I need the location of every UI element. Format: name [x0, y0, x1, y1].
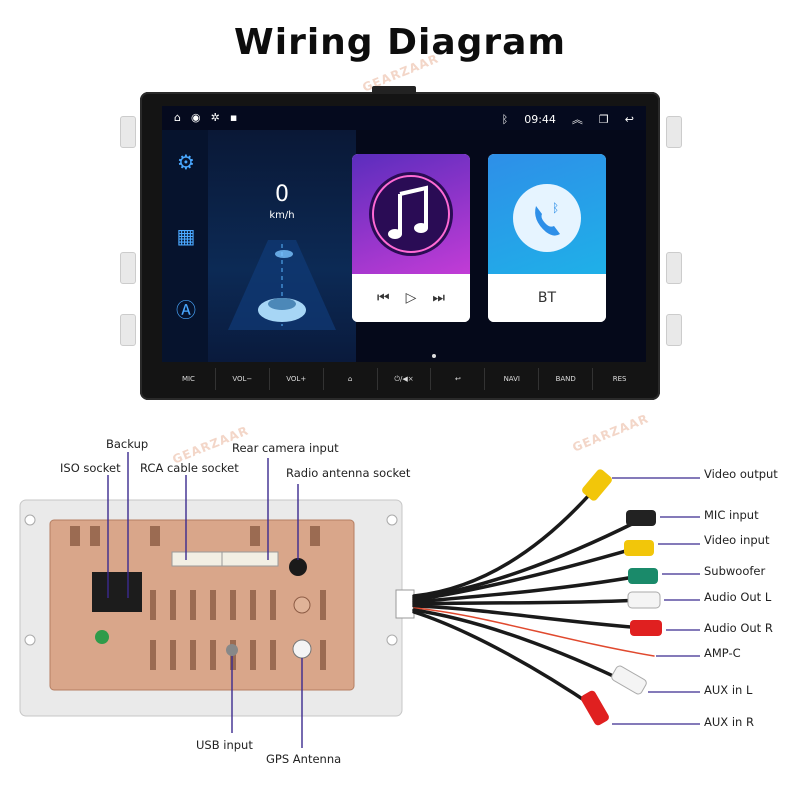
mic-button[interactable]: MIC	[162, 368, 216, 390]
label-rear-camera-input: Rear camera input	[232, 441, 339, 455]
label-mic-input: MIC input	[704, 508, 759, 522]
speed-panel: 0 km/h	[208, 130, 356, 362]
mount-ear-right	[666, 116, 682, 148]
previous-track-icon[interactable]: ⏮	[377, 290, 390, 306]
bluetooth-card[interactable]: ᛒ BT	[488, 154, 606, 322]
hardware-button-row: MIC VOL− VOL+ ⌂ ⏻/◀× ↩ NAVI BAND RES	[162, 368, 646, 390]
settings-small-icon: ✲	[210, 111, 220, 124]
touch-screen[interactable]: ⌂ ◉ ✲ ▪ ᛒ 09:44 ︽ ❐ ↩ ⚙ ▦ Ⓐ 0 km/h	[162, 106, 646, 362]
page-title: Wiring Diagram	[234, 22, 566, 63]
mount-ear-right	[666, 314, 682, 346]
back-button[interactable]: ↩	[431, 368, 486, 390]
label-audio-out-l: Audio Out L	[704, 590, 772, 604]
label-audio-out-r: Audio Out R	[704, 621, 773, 635]
navigation-icon[interactable]: Ⓐ	[176, 298, 196, 322]
power-mute-button[interactable]: ⏻/◀×	[378, 368, 432, 390]
reset-button[interactable]: RES	[612, 375, 627, 383]
home-button[interactable]: ⌂	[324, 368, 378, 390]
bluetooth-icon: ᛒ	[501, 112, 509, 126]
mount-ear-left	[120, 314, 136, 346]
mount-ear-left	[120, 116, 136, 148]
label-video-input: Video input	[704, 533, 770, 547]
status-bar: ⌂ ◉ ✲ ▪ ᛒ 09:44 ︽ ❐ ↩	[162, 106, 646, 130]
speed-unit: km/h	[269, 210, 295, 221]
usb-icon: ▪	[229, 111, 238, 124]
svg-text:ᛒ: ᛒ	[552, 201, 559, 215]
volume-down-button[interactable]: VOL−	[216, 368, 270, 390]
label-rca-cable-socket: RCA cable socket	[140, 461, 239, 475]
speed-value: 0	[275, 182, 289, 207]
mount-ear-right	[666, 252, 682, 284]
chevron-up-icon[interactable]: ︽	[571, 113, 583, 126]
label-aux-in-l: AUX in L	[704, 683, 753, 697]
road-car-illustration	[228, 240, 336, 330]
recent-apps-icon[interactable]: ❐	[598, 112, 609, 126]
label-radio-antenna-socket: Radio antenna socket	[286, 466, 411, 480]
status-time: 09:44	[524, 112, 556, 126]
iso-socket	[92, 572, 142, 612]
music-card[interactable]: ⏮ ▷ ⏭	[352, 154, 470, 322]
bluetooth-phone-icon: ᛒ	[513, 184, 581, 252]
label-usb-input: USB input	[196, 738, 253, 752]
band-button[interactable]: BAND	[539, 368, 594, 390]
home-outline-icon[interactable]: ⌂	[174, 111, 181, 124]
bt-label: BT	[537, 290, 557, 306]
label-subwoofer: Subwoofer	[704, 564, 766, 578]
label-aux-in-r: AUX in R	[704, 715, 754, 729]
side-dock: ⚙ ▦ Ⓐ	[162, 130, 208, 362]
volume-up-button[interactable]: VOL+	[270, 368, 324, 390]
bezel-notch	[372, 86, 416, 94]
back-icon[interactable]: ↩	[624, 112, 634, 126]
settings-gear-icon[interactable]: ⚙	[177, 150, 195, 174]
mount-ear-left	[120, 252, 136, 284]
play-icon[interactable]: ▷	[405, 290, 417, 306]
label-gps-antenna: GPS Antenna	[266, 752, 342, 766]
head-unit: ⌂ ◉ ✲ ▪ ᛒ 09:44 ︽ ❐ ↩ ⚙ ▦ Ⓐ 0 km/h	[120, 86, 682, 400]
label-amp-c: AMP-C	[704, 646, 741, 660]
next-track-icon[interactable]: ⏭	[432, 290, 445, 306]
music-note-icon	[369, 172, 453, 256]
label-iso-socket: ISO socket	[60, 461, 121, 475]
location-icon: ◉	[190, 111, 201, 124]
label-video-output: Video output	[704, 467, 778, 481]
apps-grid-icon[interactable]: ▦	[176, 224, 196, 248]
navi-button[interactable]: NAVI	[485, 368, 540, 390]
page-indicator-dot	[432, 354, 436, 358]
label-backup: Backup	[106, 437, 149, 451]
